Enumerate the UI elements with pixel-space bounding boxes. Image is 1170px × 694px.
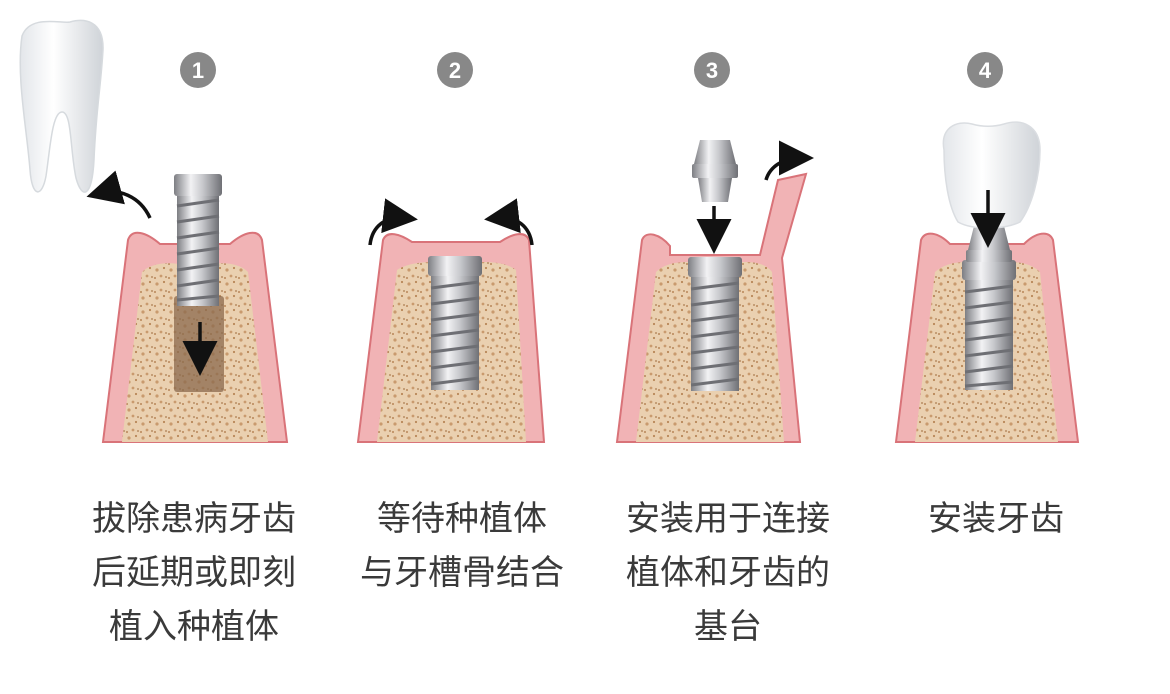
- implant-screw-icon: [688, 257, 742, 391]
- extracted-tooth-icon: [19, 19, 104, 193]
- step-1-badge: [180, 52, 216, 88]
- step-3-caption-line: 植体和牙齿的: [626, 553, 830, 593]
- step-1-caption-line: 植入种植体: [109, 607, 279, 647]
- step-1-panel: 1: [19, 19, 289, 443]
- implant-screw-icon: [428, 256, 482, 390]
- step-3-caption-line: 基台: [694, 607, 762, 647]
- step-2-caption-line: 等待种植体: [377, 499, 547, 539]
- step-2-panel: 2: [356, 52, 546, 443]
- step-3-number: 3: [706, 58, 718, 83]
- step-3-badge: [694, 52, 730, 88]
- step-2-number: 2: [449, 58, 461, 83]
- step-3-caption: 安装用于连接 植体和牙齿的 基台: [598, 492, 858, 654]
- step-3-caption-line: 安装用于连接: [626, 499, 830, 539]
- gum-closing-arrow-left: [368, 198, 418, 246]
- extraction-arrow: [86, 170, 152, 219]
- step-4-number: 4: [979, 58, 992, 83]
- step-4-panel: 4: [894, 52, 1080, 443]
- step-1-caption-line: 后延期或即刻: [92, 553, 296, 593]
- implant-screw-icon: [174, 174, 222, 306]
- step-2-badge: [437, 52, 473, 88]
- step-1-caption-line: 拔除患病牙齿: [92, 499, 296, 539]
- step-4-badge: [967, 52, 1003, 88]
- step-1-caption: 拔除患病牙齿 后延期或即刻 植入种植体: [64, 492, 324, 654]
- step-4-caption-line: 安装牙齿: [928, 499, 1064, 539]
- step-4-caption: 安装牙齿: [866, 492, 1126, 546]
- gum-flap-arrow: [764, 140, 814, 181]
- gum-closing-arrow-right: [484, 198, 534, 246]
- step-3-panel: 3: [615, 52, 814, 443]
- implant-screw-icon: [962, 260, 1016, 390]
- step-2-caption: 等待种植体 与牙槽骨结合: [332, 492, 592, 600]
- step-1-number: 1: [192, 58, 204, 83]
- crown-icon: [942, 121, 1041, 229]
- step-2-caption-line: 与牙槽骨结合: [360, 553, 564, 593]
- abutment-icon: [692, 140, 738, 202]
